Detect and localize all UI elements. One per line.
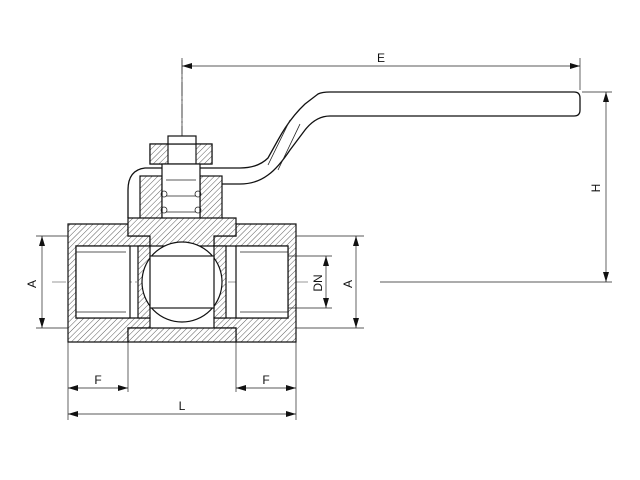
dimension-F-right: F [235, 342, 297, 420]
label-A-left: A [25, 280, 39, 288]
stem-nut [149, 135, 213, 165]
dimension-A-left: A [25, 235, 68, 329]
dimension-A-right: A [296, 235, 364, 329]
label-F-right: F [262, 373, 269, 387]
dimension-DN: DN [288, 255, 332, 309]
label-L: L [179, 399, 186, 413]
label-F-left: F [94, 373, 101, 387]
label-E: E [377, 51, 385, 65]
valve-ball [141, 241, 223, 323]
dimension-E: E [181, 51, 581, 136]
dimension-L: L [68, 399, 296, 417]
valve-body [67, 217, 297, 343]
label-A-right: A [341, 280, 355, 288]
lever-handle [127, 91, 581, 218]
dimension-F-left: F [67, 342, 129, 420]
stem-assembly [139, 163, 223, 251]
label-DN: DN [311, 274, 325, 291]
label-H: H [589, 184, 603, 193]
dimension-H: H [380, 91, 612, 283]
